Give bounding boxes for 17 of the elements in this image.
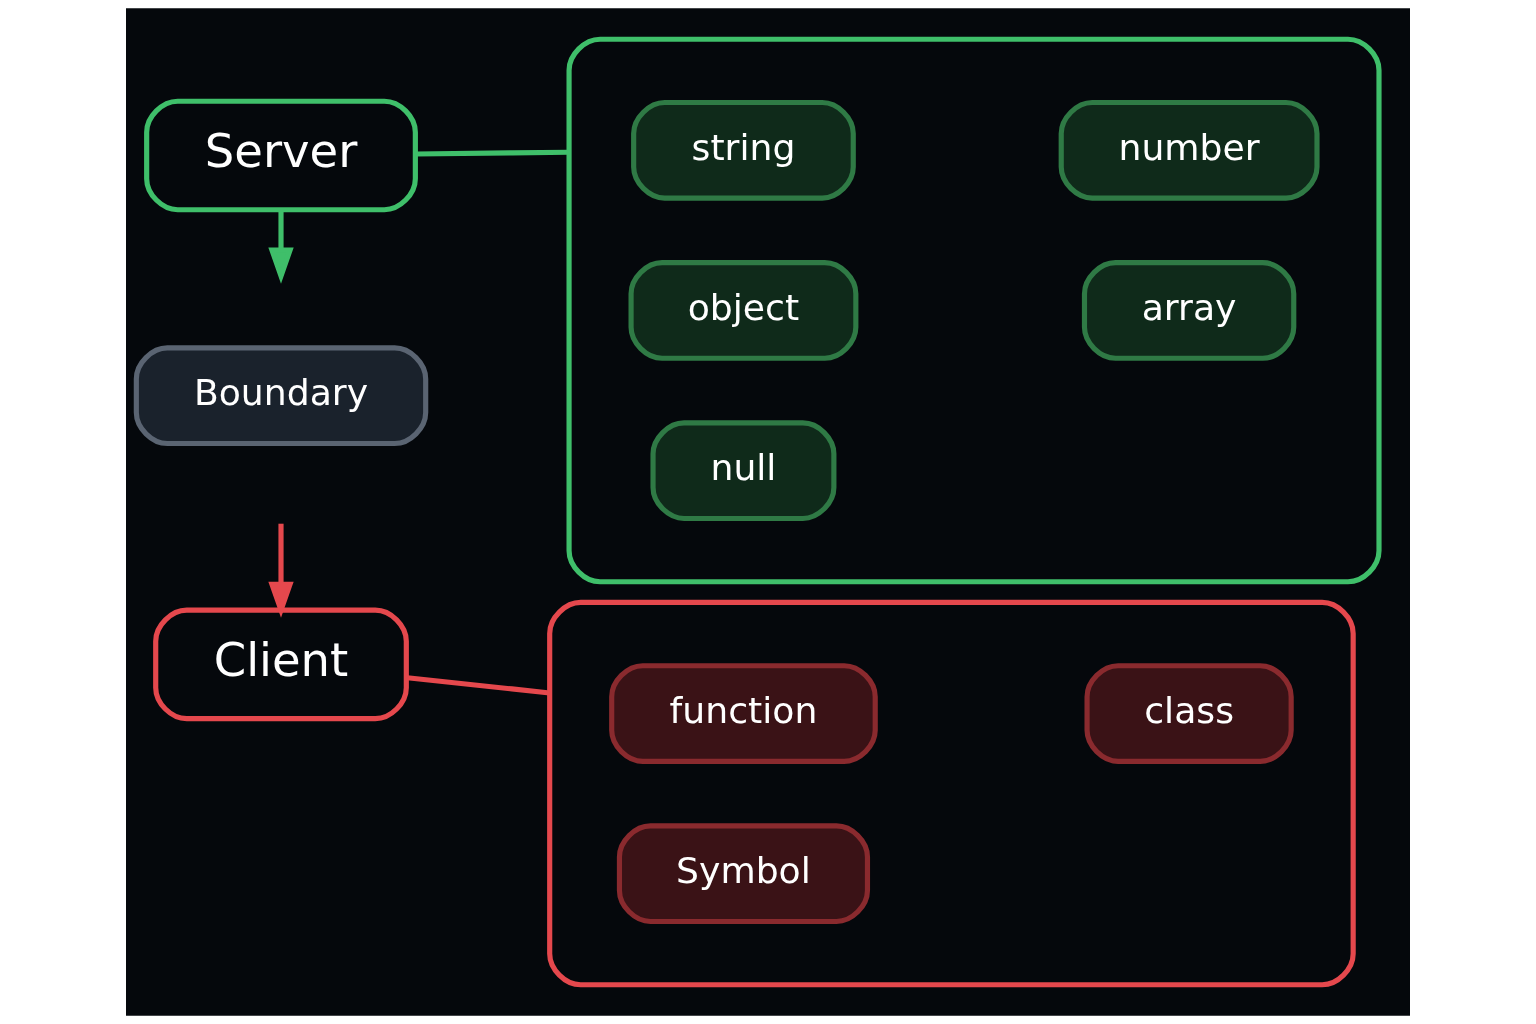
cluster — [547, 599, 1356, 988]
node-box: Server — [144, 98, 418, 213]
arrow — [268, 523, 294, 618]
node-box: array — [1081, 260, 1297, 361]
node-box: Boundary — [133, 345, 429, 447]
node-box: Client — [153, 607, 409, 722]
arrow — [268, 210, 294, 284]
cluster — [566, 36, 1382, 585]
connector — [407, 675, 550, 696]
node-box: function — [609, 663, 878, 764]
connector — [415, 149, 570, 157]
node-box: number — [1058, 99, 1320, 201]
node-box: object — [628, 260, 859, 361]
node-box: Symbol — [616, 823, 871, 925]
node-box: null — [650, 420, 837, 522]
node-box: string — [631, 99, 856, 201]
node-box: class — [1084, 663, 1294, 764]
